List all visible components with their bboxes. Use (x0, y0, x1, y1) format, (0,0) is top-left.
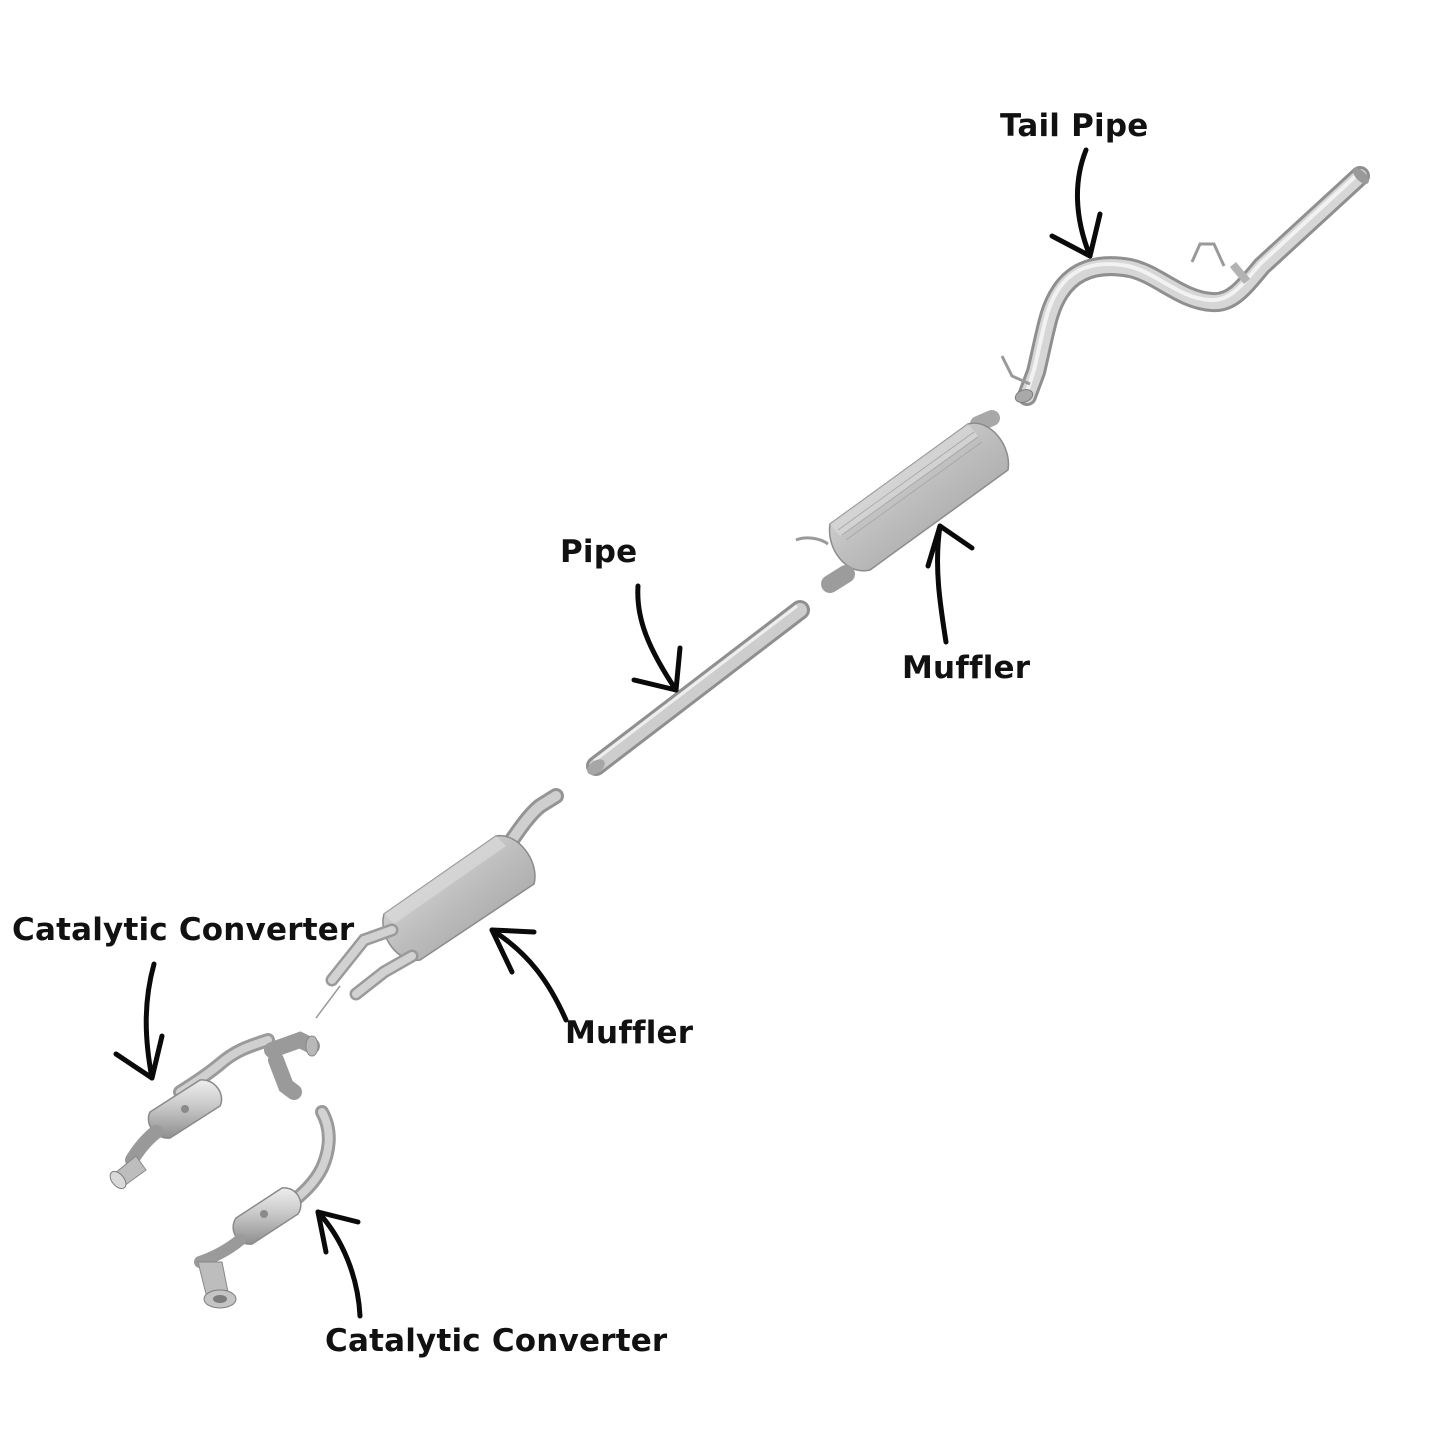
middle-pipe-part (586, 600, 810, 776)
front-muffler-label: Muffler (565, 1015, 694, 1051)
tail-pipe-part (1000, 166, 1370, 406)
lower-catalytic-converter-label: Catalytic Converter (325, 1323, 668, 1359)
tail-pipe-arrow (1049, 147, 1103, 259)
upper-catalytic-converter-label: Catalytic Converter (12, 912, 355, 948)
lower-catalytic-arrow (315, 1209, 363, 1319)
front-muffler-arrow (489, 927, 569, 1023)
rear-muffler-part (795, 410, 1010, 593)
pipe-label: Pipe (560, 534, 638, 570)
tail-pipe-label: Tail Pipe (1000, 108, 1149, 144)
upper-catalytic-arrow (113, 961, 165, 1081)
front-muffler-part (315, 788, 564, 1019)
rear-muffler-label: Muffler (902, 650, 1031, 686)
rear-muffler-arrow (925, 523, 975, 645)
pipe-arrow (631, 583, 683, 693)
lower-catalytic-converter-part (194, 1105, 336, 1309)
upper-catalytic-converter-part (109, 1031, 320, 1190)
